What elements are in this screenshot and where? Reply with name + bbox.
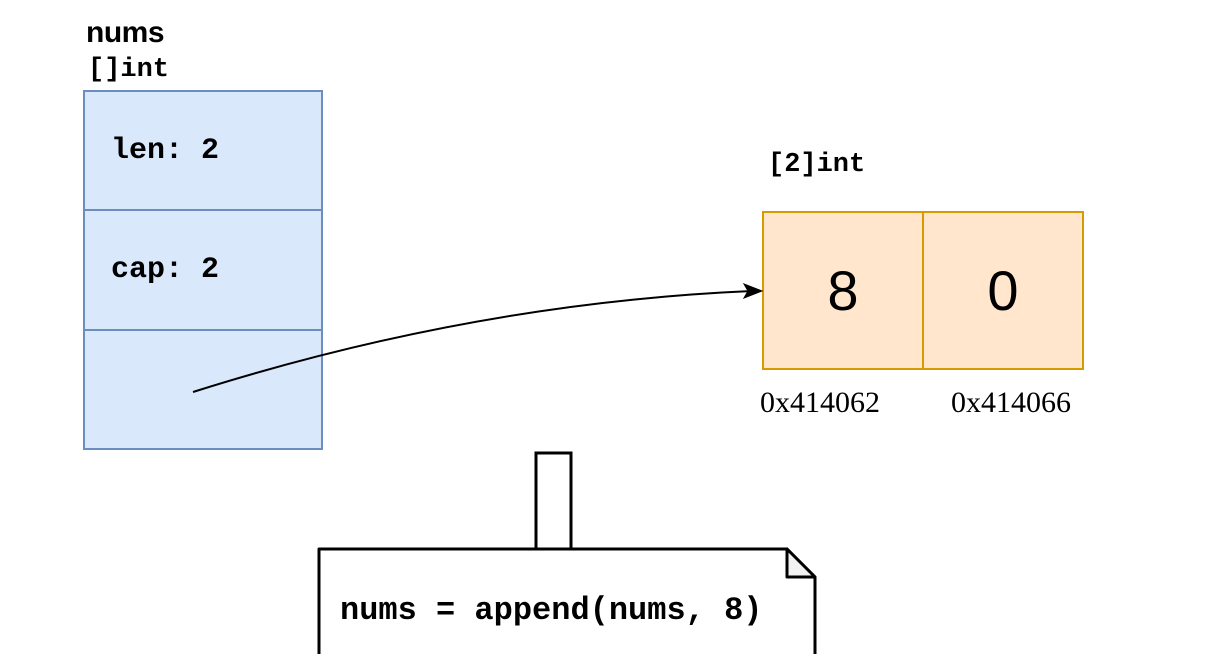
array-cell-0-address: 0x414062 (760, 386, 880, 419)
pointer-arrowhead-icon (742, 283, 764, 299)
array-cell-1-address: 0x414066 (951, 386, 1071, 419)
array-type-label: [2]int (768, 150, 866, 180)
slice-type-label: []int (88, 55, 170, 85)
note-stem (534, 451, 573, 552)
note-code: nums = append(nums, 8) (340, 592, 763, 629)
slice-pointer-row (85, 328, 321, 448)
slice-variable-name: nums (86, 16, 165, 49)
slice-len-row: len: 2 (111, 133, 220, 168)
slice-cap-row: cap: 2 (85, 209, 321, 328)
slice-header-struct: len: 2 cap: 2 (83, 90, 323, 450)
backing-array: 8 0 (762, 211, 1084, 370)
array-cell-1: 0 (922, 213, 1082, 368)
note-fold-icon (785, 547, 817, 579)
array-cell-0: 8 (827, 259, 859, 322)
